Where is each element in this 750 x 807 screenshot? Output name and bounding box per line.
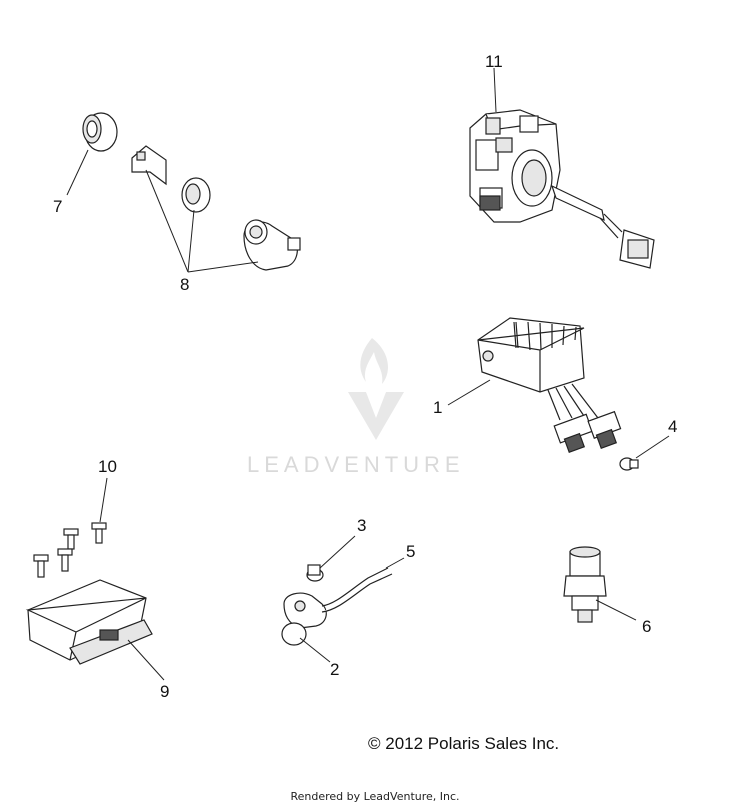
part-11-handlebar-switch <box>469 109 655 269</box>
callout-8: 8 <box>180 275 189 294</box>
leadventure-watermark-logo <box>348 338 404 440</box>
part-2-sensor <box>281 567 393 646</box>
callout-7: 7 <box>53 197 62 216</box>
callout-5: 5 <box>406 542 415 561</box>
callout-1: 1 <box>433 398 442 417</box>
part-7-cap <box>82 112 118 152</box>
part-9-module <box>25 579 153 665</box>
part-8-key <box>131 145 167 186</box>
callout-10: 10 <box>98 457 117 476</box>
callout-3: 3 <box>357 516 366 535</box>
callout-11: 11 <box>485 52 503 71</box>
copyright-notice: © 2012 Polaris Sales Inc. <box>368 734 559 754</box>
part-1-regulator <box>477 317 622 454</box>
callout-6: 6 <box>642 617 651 636</box>
leader-lines <box>66 67 670 681</box>
copyright-text: 2012 Polaris Sales Inc. <box>385 734 560 753</box>
copyright-symbol: © <box>368 734 381 753</box>
callout-4: 4 <box>668 417 677 436</box>
callout-9: 9 <box>160 682 169 701</box>
part-10-bolts <box>33 522 107 578</box>
watermark-text: LEADVENTURE <box>247 452 465 477</box>
rendered-by-footer: Rendered by LeadVenture, Inc. <box>290 790 460 803</box>
part-3-bolt <box>306 564 324 582</box>
part-4-screw <box>619 457 639 471</box>
part-6-pressure-switch <box>563 546 607 623</box>
callout-2: 2 <box>330 660 339 679</box>
part-8-ignition-switch <box>243 219 301 271</box>
part-8-grommet <box>181 177 211 213</box>
